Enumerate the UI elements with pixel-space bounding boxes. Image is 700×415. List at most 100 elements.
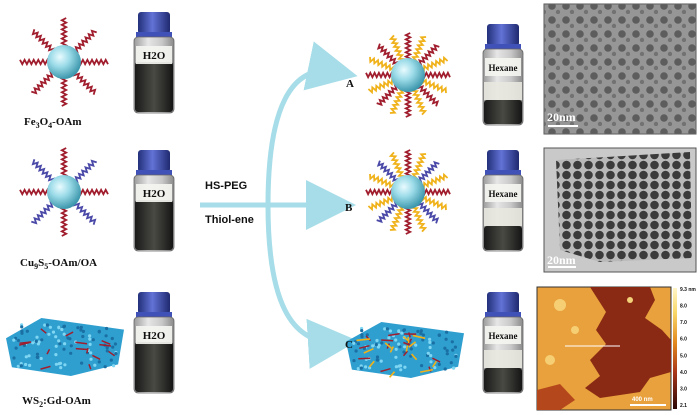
ws2-atom	[35, 352, 40, 356]
vial-label-band	[136, 326, 172, 344]
ws2-atom	[79, 328, 83, 332]
oam-chain	[419, 187, 451, 197]
ws2-atom	[91, 338, 95, 342]
ws2-atom	[45, 323, 50, 327]
afm-scale-label: 400 nm	[632, 397, 653, 403]
ws2-atom	[24, 355, 28, 359]
vial-liquid	[135, 62, 173, 112]
ws2-atom	[39, 356, 43, 361]
ws2-atom	[103, 365, 107, 369]
vial-label: H2O	[143, 50, 166, 62]
oam-chain	[388, 333, 400, 337]
peg-chain	[405, 345, 409, 352]
afm-tick-label: 9.3 nm	[680, 287, 696, 293]
ws2-atom	[54, 353, 58, 357]
ws2-atom	[110, 336, 114, 341]
vial-cap-rim	[136, 32, 172, 37]
peg-chain	[389, 371, 396, 378]
tem-scale-label-2: 20nm	[547, 253, 576, 267]
ws2-atom	[377, 343, 381, 347]
ws2-atom	[66, 336, 70, 340]
oam-chain	[403, 149, 413, 181]
afm-image: 400 nm 9.3 nm8.07.06.05.04.03.02.1	[536, 286, 696, 411]
ws2-atom	[104, 334, 108, 338]
oam-chain	[59, 73, 69, 107]
ws2-atom	[451, 348, 455, 352]
ws2-sheet	[346, 322, 464, 378]
ws2-atom	[63, 342, 67, 346]
peg-chain	[407, 336, 410, 344]
label-fe3o4: Fe3O4-OAm	[24, 116, 82, 130]
oam-chain	[414, 81, 440, 107]
ws2-atom	[12, 356, 16, 360]
ws2-atom	[403, 345, 407, 349]
ws2-atom	[419, 329, 423, 333]
ws2-atom	[113, 342, 117, 346]
oam-chain	[86, 347, 89, 354]
ws2-atom	[43, 323, 47, 327]
vial: H2O	[133, 292, 175, 394]
ws2-atom	[383, 327, 387, 331]
oam-chain	[75, 347, 88, 351]
ws2-atom	[379, 359, 383, 363]
oam-chain	[70, 69, 97, 95]
peg-chain	[410, 203, 428, 233]
ws2-atom	[105, 326, 109, 331]
oam-chain	[432, 357, 441, 363]
vial-label: Hexane	[489, 63, 518, 73]
ws2-atom	[81, 334, 85, 339]
ws2-atom	[452, 366, 456, 370]
vial-cap-rim	[485, 44, 521, 49]
oam-chain	[59, 147, 69, 181]
oam-chain	[365, 187, 397, 197]
oam-chain	[108, 350, 116, 357]
ws2-atom	[445, 330, 449, 334]
ws2-atom	[57, 339, 61, 343]
vial-cap-rim	[136, 170, 172, 175]
ws2-atom	[403, 365, 407, 369]
ws2-atom	[27, 354, 31, 358]
ws2-atom	[400, 331, 404, 335]
afm-colorbar-ticks: 9.3 nm8.07.06.05.04.03.02.1	[680, 287, 696, 409]
ws2-atom	[352, 359, 356, 363]
ws2-atom	[426, 351, 430, 355]
ws2-atom	[51, 330, 56, 334]
vial: Hexane	[482, 24, 524, 126]
oam-chain	[408, 332, 411, 338]
ws2-atom	[54, 344, 58, 348]
ws2-atom	[443, 367, 447, 371]
vial-label-band	[136, 46, 172, 64]
reaction-label-thiol-ene: Thiol-ene	[205, 214, 254, 226]
ws2-atom	[419, 331, 423, 336]
oam-chain	[88, 363, 92, 370]
peg-chain	[410, 86, 428, 116]
ws2-atom	[437, 362, 441, 366]
ws2-atom	[454, 354, 458, 358]
vial: Hexane	[482, 292, 524, 394]
reaction-arrows	[200, 41, 358, 369]
ws2-atom	[385, 327, 389, 331]
route-letter-c: C	[345, 339, 353, 351]
ws2-atom	[34, 339, 38, 343]
vial-liquid	[484, 368, 522, 392]
oam-chain	[65, 331, 74, 337]
vial: Hexane	[482, 150, 524, 252]
label-cu9s5: Cu9S5-OAm/OA	[20, 257, 97, 271]
ws2-atom	[19, 364, 23, 368]
oa-chain	[31, 198, 57, 225]
ws2-atom	[368, 366, 372, 370]
peg-chain	[368, 360, 375, 368]
vial-liquid	[484, 100, 522, 124]
ws2-atom	[97, 360, 101, 364]
oam-chain	[365, 70, 397, 80]
route-letter-b: B	[345, 202, 353, 214]
ws2-atom	[37, 340, 41, 344]
nanoparticle	[19, 147, 109, 237]
ws2-atom	[58, 342, 62, 346]
ws2-atom	[60, 327, 64, 332]
oam-chain	[358, 357, 371, 360]
oam-chain	[71, 29, 97, 56]
peg-chain	[417, 76, 447, 94]
ws2-atom	[105, 349, 109, 353]
ws2-atom	[93, 363, 97, 367]
